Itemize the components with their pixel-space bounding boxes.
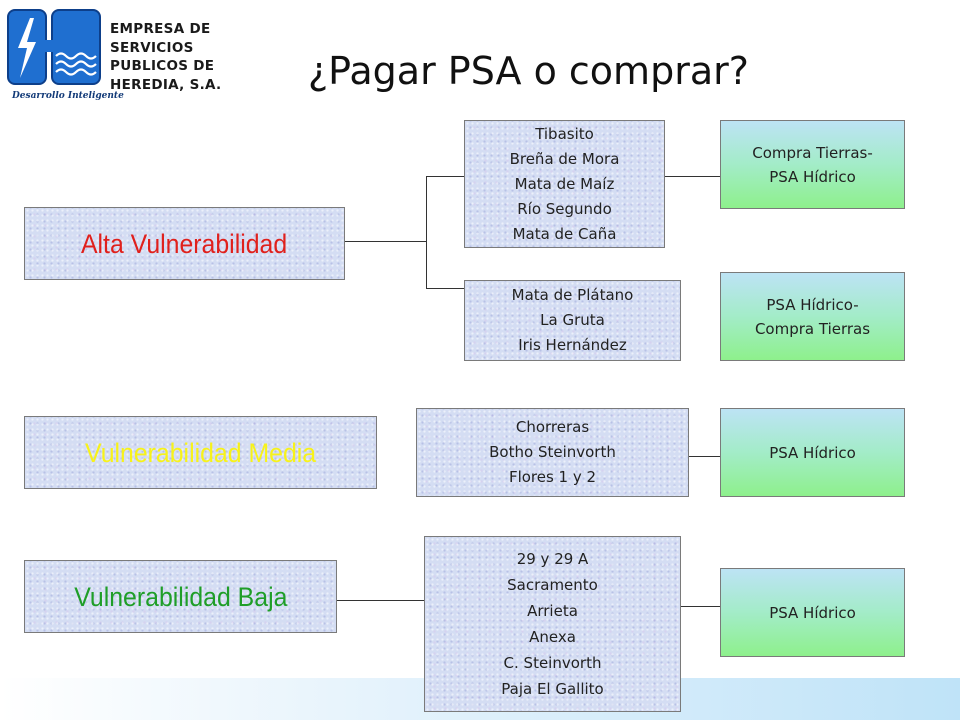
location-item: Mata de Caña bbox=[512, 224, 617, 243]
result-box-1: Compra Tierras- PSA Hídrico bbox=[720, 120, 905, 209]
location-item: Mata de Plátano bbox=[511, 286, 634, 304]
category-media-box: Vulnerabilidad Media bbox=[24, 416, 377, 489]
location-item: Mata de Maíz bbox=[514, 174, 615, 193]
category-alta-box: Alta Vulnerabilidad bbox=[24, 207, 345, 280]
result-line: Compra Tierras bbox=[754, 319, 871, 338]
location-item: Río Segundo bbox=[517, 199, 612, 218]
location-item: Anexa bbox=[529, 628, 576, 646]
result-line: PSA Hídrico bbox=[769, 443, 856, 462]
category-baja-label: Vulnerabilidad Baja bbox=[73, 581, 288, 612]
location-item: Tibasito bbox=[535, 124, 594, 143]
category-alta-label: Alta Vulnerabilidad bbox=[81, 228, 288, 259]
connector-alta-to-group-2 bbox=[426, 288, 465, 289]
connector-group-3-to-result bbox=[688, 456, 721, 457]
location-item: Botho Steinvorth bbox=[489, 443, 616, 461]
connector-alta-trunk bbox=[344, 241, 426, 242]
result-box-3: PSA Hídrico bbox=[720, 408, 905, 497]
location-group-2: Mata de Plátano La Gruta Iris Hernández bbox=[464, 280, 681, 361]
location-item: La Gruta bbox=[540, 311, 605, 329]
logo-tagline: Desarrollo Inteligente bbox=[12, 91, 124, 101]
location-group-1: Tibasito Breña de Mora Mata de Maíz Río … bbox=[464, 120, 665, 248]
location-group-4: 29 y 29 A Sacramento Arrieta Anexa C. St… bbox=[424, 536, 681, 712]
logo-emblem-icon bbox=[7, 9, 101, 85]
connector-alta-vertical bbox=[426, 176, 427, 288]
result-box-2: PSA Hídrico- Compra Tierras bbox=[720, 272, 905, 361]
connector-group-4-to-result bbox=[680, 606, 721, 607]
location-item: Arrieta bbox=[527, 602, 578, 620]
connector-group-1-to-result bbox=[664, 176, 721, 177]
connector-alta-to-group-1 bbox=[426, 176, 465, 177]
result-line: Compra Tierras- bbox=[752, 143, 873, 162]
result-line: PSA Hídrico- bbox=[766, 295, 859, 314]
result-line: PSA Hídrico bbox=[769, 167, 856, 186]
company-logo: EMPRESA DE SERVICIOS PUBLICOS DE HEREDIA… bbox=[6, 8, 221, 101]
logo-line-4: HEREDIA, S.A. bbox=[110, 76, 222, 93]
page-title: ¿Pagar PSA o comprar? bbox=[308, 49, 749, 93]
location-group-3: Chorreras Botho Steinvorth Flores 1 y 2 bbox=[416, 408, 689, 497]
logo-company-name: EMPRESA DE SERVICIOS PUBLICOS DE HEREDIA… bbox=[110, 20, 221, 94]
location-item: Sacramento bbox=[507, 576, 598, 594]
location-item: Chorreras bbox=[515, 418, 590, 436]
logo-line-1: EMPRESA DE bbox=[110, 21, 211, 37]
location-item: Flores 1 y 2 bbox=[508, 468, 597, 486]
location-item: Iris Hernández bbox=[518, 336, 627, 354]
logo-line-3: PUBLICOS DE bbox=[110, 58, 215, 74]
location-item: Breña de Mora bbox=[509, 149, 620, 168]
location-item: C. Steinvorth bbox=[503, 654, 602, 672]
result-line: PSA Hídrico bbox=[769, 603, 856, 622]
logo-line-2: SERVICIOS bbox=[110, 39, 194, 56]
connector-baja-to-group-4 bbox=[336, 600, 426, 601]
category-media-label: Vulnerabilidad Media bbox=[84, 437, 317, 468]
location-item: Paja El Gallito bbox=[501, 680, 604, 698]
location-item: 29 y 29 A bbox=[516, 550, 589, 568]
category-baja-box: Vulnerabilidad Baja bbox=[24, 560, 337, 633]
result-box-4: PSA Hídrico bbox=[720, 568, 905, 657]
